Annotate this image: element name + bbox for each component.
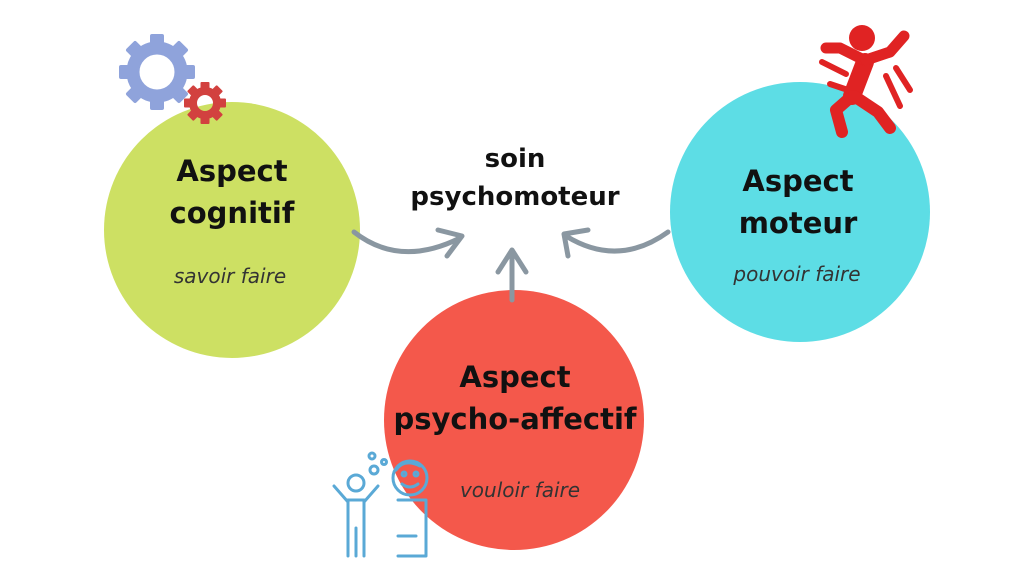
moteur-label: Aspect moteur: [698, 160, 898, 244]
cognitif-title-line2: cognitif: [169, 196, 295, 230]
running-person-icon: [819, 25, 913, 138]
child-and-parent-icon: [332, 451, 429, 558]
affectif-subtitle: vouloir faire: [459, 478, 581, 502]
moteur-circle: [670, 82, 930, 342]
affectif-label: Aspect psycho-affectif: [380, 356, 650, 440]
cognitif-subtitle: savoir faire: [173, 264, 287, 288]
center-title-line2: psychomoteur: [410, 182, 620, 212]
arrow-from-cognitif: [351, 227, 465, 259]
cognitif-title-line1: Aspect: [176, 154, 288, 188]
affectif-circle: [384, 290, 644, 550]
moteur-title-line2: moteur: [738, 206, 858, 240]
affectif-title-line1: Aspect: [459, 360, 571, 394]
moteur-subtitle: pouvoir faire: [733, 262, 861, 286]
cognitif-circle: [104, 102, 360, 358]
moteur-title-line1: Aspect: [742, 164, 854, 198]
arrow-from-moteur: [561, 227, 671, 259]
center-label: soin psychomoteur: [400, 140, 630, 216]
affectif-title-line2: psycho-affectif: [393, 402, 637, 436]
cognitif-label: Aspect cognitif: [132, 150, 332, 234]
arrow-from-affectif: [495, 247, 529, 303]
gears-icon: [119, 34, 226, 124]
center-title-line1: soin: [484, 144, 546, 174]
